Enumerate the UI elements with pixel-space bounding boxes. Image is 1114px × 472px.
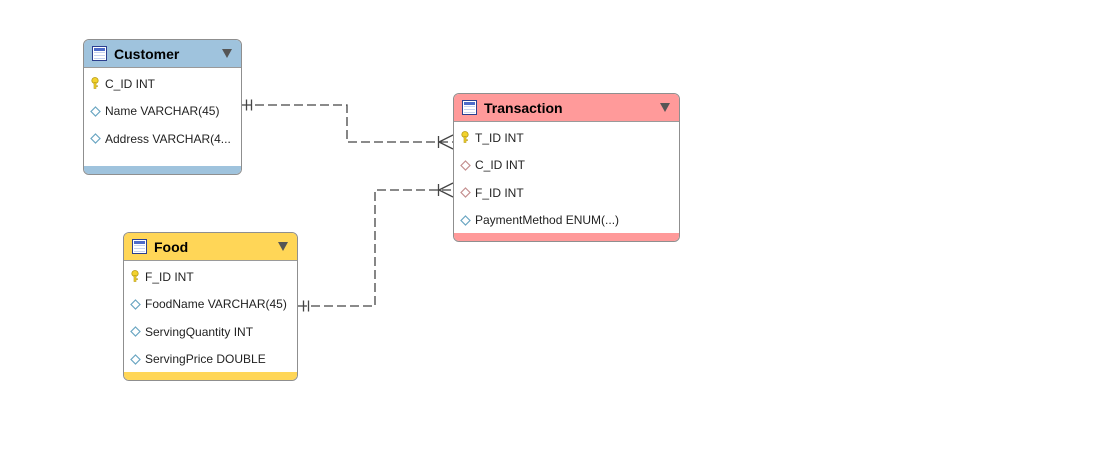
column-label: ServingPrice DOUBLE [145, 352, 266, 367]
column-diamond-icon [90, 132, 101, 145]
entity-title: Customer [114, 45, 180, 62]
column-diamond-icon [460, 214, 471, 227]
column-label: T_ID INT [475, 130, 524, 145]
relationship-line-customer-transaction[interactable] [242, 104, 453, 143]
primary-key-icon [90, 77, 101, 90]
column-label: C_ID INT [475, 158, 526, 173]
column-label: Name VARCHAR(45) [105, 104, 220, 119]
column-label: C_ID INT [105, 76, 156, 91]
column-list: C_ID INT Name VARCHAR(45) Address VARCHAR(… [84, 68, 241, 153]
entity-title: Food [154, 238, 189, 255]
foreign-key-diamond-icon [460, 159, 471, 172]
column-row[interactable]: Name VARCHAR(45) [84, 98, 241, 126]
column-diamond-icon [130, 353, 141, 366]
dropdown-triangle-icon[interactable] [222, 49, 232, 58]
primary-key-icon [130, 270, 141, 283]
dropdown-triangle-icon[interactable] [660, 103, 670, 112]
entity-footer [84, 166, 241, 174]
column-row[interactable]: T_ID INT [454, 124, 679, 152]
entity-header[interactable]: Transaction [454, 94, 679, 122]
entity-food[interactable]: Food F_ID INT FoodName VARCHAR(45) Serving… [123, 232, 298, 381]
foreign-key-diamond-icon [460, 186, 471, 199]
relationship-line-food-transaction[interactable] [298, 189, 453, 307]
column-label: F_ID INT [475, 185, 524, 200]
column-diamond-icon [90, 105, 101, 118]
one-or-many-marker-transaction-f-id [437, 182, 454, 198]
column-diamond-icon [130, 325, 141, 338]
column-label: FoodName VARCHAR(45) [145, 297, 287, 312]
entity-title: Transaction [484, 99, 563, 116]
one-or-many-marker-transaction-c-id [437, 134, 454, 150]
table-icon [132, 239, 147, 254]
column-list: F_ID INT FoodName VARCHAR(45) ServingQuant… [124, 261, 297, 373]
table-icon [462, 100, 477, 115]
table-icon [92, 46, 107, 61]
entity-footer [124, 372, 297, 380]
entity-header[interactable]: Food [124, 233, 297, 261]
column-list: T_ID INT C_ID INT F_ID INT PaymentMethod EN… [454, 122, 679, 234]
column-row[interactable]: C_ID INT [454, 152, 679, 180]
column-row[interactable]: C_ID INT [84, 70, 241, 98]
column-label: F_ID INT [145, 269, 194, 284]
dropdown-triangle-icon[interactable] [278, 242, 288, 251]
one-and-only-one-marker-food [302, 300, 310, 312]
entity-footer [454, 233, 679, 241]
column-row[interactable]: FoodName VARCHAR(45) [124, 291, 297, 319]
entity-customer[interactable]: Customer C_ID INT Name VARCHAR(45) Address… [83, 39, 242, 175]
entity-header[interactable]: Customer [84, 40, 241, 68]
column-label: PaymentMethod ENUM(...) [475, 213, 620, 228]
column-row[interactable]: Address VARCHAR(4... [84, 125, 241, 153]
column-row[interactable]: F_ID INT [124, 263, 297, 291]
column-label: ServingQuantity INT [145, 324, 254, 339]
one-and-only-one-marker-customer [245, 99, 253, 111]
column-row[interactable]: F_ID INT [454, 179, 679, 207]
entity-transaction[interactable]: Transaction T_ID INT C_ID INT F_ID INT Paym… [453, 93, 680, 242]
column-row[interactable]: PaymentMethod ENUM(...) [454, 207, 679, 235]
column-label: Address VARCHAR(4... [105, 131, 231, 146]
column-diamond-icon [130, 298, 141, 311]
column-row[interactable]: ServingPrice DOUBLE [124, 346, 297, 374]
column-row[interactable]: ServingQuantity INT [124, 318, 297, 346]
primary-key-icon [460, 131, 471, 144]
